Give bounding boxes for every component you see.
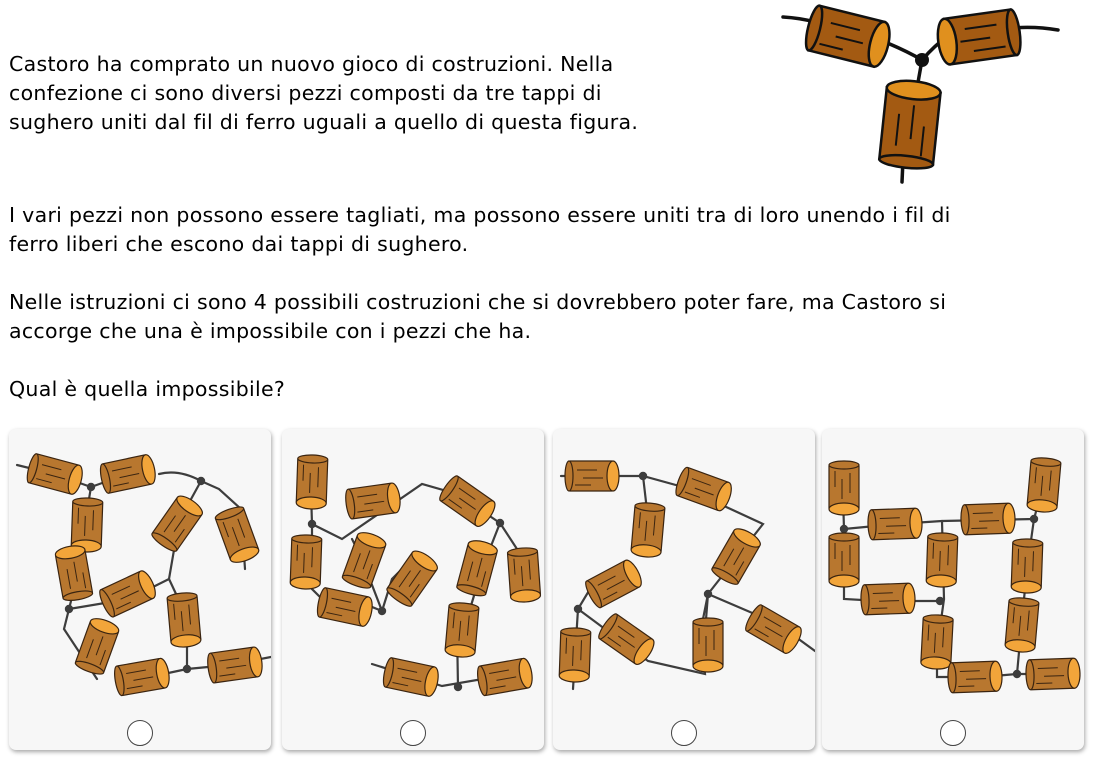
wire-joint: [935, 596, 945, 606]
option-d-radio[interactable]: [940, 720, 966, 746]
option-d-card[interactable]: [822, 429, 1084, 750]
cork: [745, 604, 802, 654]
cork: [386, 550, 438, 607]
wire-joint: [182, 664, 192, 674]
cork: [456, 540, 498, 597]
cork: [99, 570, 156, 618]
option-c-radio[interactable]: [671, 720, 697, 746]
wire-joint: [377, 606, 387, 616]
wire-joint: [1012, 669, 1022, 679]
cork: [630, 502, 666, 558]
instructions-paragraph: Nelle istruzioni ci sono 4 possibili cos…: [9, 290, 947, 343]
cork: [960, 502, 1016, 536]
cork: [585, 559, 642, 609]
cork: [316, 587, 373, 627]
figure-cork-right: [936, 8, 1022, 66]
cork: [598, 613, 655, 665]
cork: [74, 618, 120, 675]
cork-construction-c-icon: [558, 460, 815, 691]
cork: [114, 657, 170, 697]
cork: [1010, 538, 1044, 594]
cork: [70, 497, 104, 553]
cork-construction-a-icon: [15, 453, 271, 697]
wire-joint: [307, 519, 317, 529]
cork: [341, 532, 387, 589]
cork: [444, 602, 480, 658]
figure-cork-bottom: [877, 79, 942, 170]
cork: [711, 528, 761, 585]
cork: [506, 547, 542, 603]
cork: [1025, 657, 1081, 691]
cork: [151, 495, 203, 552]
cork-construction-b-icon: [289, 454, 542, 697]
cork: [692, 617, 724, 673]
wire-joint: [64, 604, 74, 614]
wire-joint: [839, 524, 849, 534]
cork: [925, 532, 959, 588]
wire-joint: [1029, 514, 1039, 524]
cork-piece-icon: [781, 4, 1060, 184]
cork: [477, 657, 533, 697]
cork: [166, 592, 202, 648]
option-a-card[interactable]: [9, 429, 271, 750]
cork: [558, 627, 592, 683]
cork: [1026, 457, 1062, 513]
cork: [867, 507, 923, 541]
cork: [295, 454, 329, 510]
option-c-card[interactable]: [553, 429, 815, 750]
wire-joint: [196, 476, 206, 486]
cork: [439, 475, 496, 527]
wire-joint: [573, 604, 583, 614]
cork: [99, 454, 156, 494]
cork: [207, 646, 263, 684]
wire-joint: [703, 589, 713, 599]
figure-cork-left: [804, 4, 891, 69]
cork: [947, 660, 1003, 694]
wire-joint: [638, 471, 648, 481]
option-b-radio[interactable]: [400, 720, 426, 746]
cork: [345, 482, 401, 520]
cork: [564, 460, 620, 492]
option-b-card[interactable]: [282, 429, 544, 750]
cork: [289, 534, 323, 590]
question-prompt: Qual è quella impossibile?: [9, 377, 286, 401]
wire-joint: [453, 682, 463, 692]
cork: [828, 532, 860, 588]
cork: [828, 460, 860, 516]
rules-paragraph: I vari pezzi non possono essere tagliati…: [9, 203, 951, 256]
cork: [214, 506, 260, 563]
cork: [675, 466, 732, 512]
cork-construction-d-icon: [828, 457, 1081, 694]
cork: [1004, 597, 1040, 653]
wire-joint: [86, 482, 96, 492]
cork: [26, 453, 83, 495]
option-a-radio[interactable]: [127, 720, 153, 746]
intro-paragraph: Castoro ha comprato un nuovo gioco di co…: [9, 52, 639, 134]
cork: [382, 657, 439, 697]
cork: [860, 582, 916, 616]
cork: [54, 545, 94, 601]
wire: [157, 471, 247, 571]
cork: [920, 614, 954, 670]
wire-joint: [495, 518, 505, 528]
